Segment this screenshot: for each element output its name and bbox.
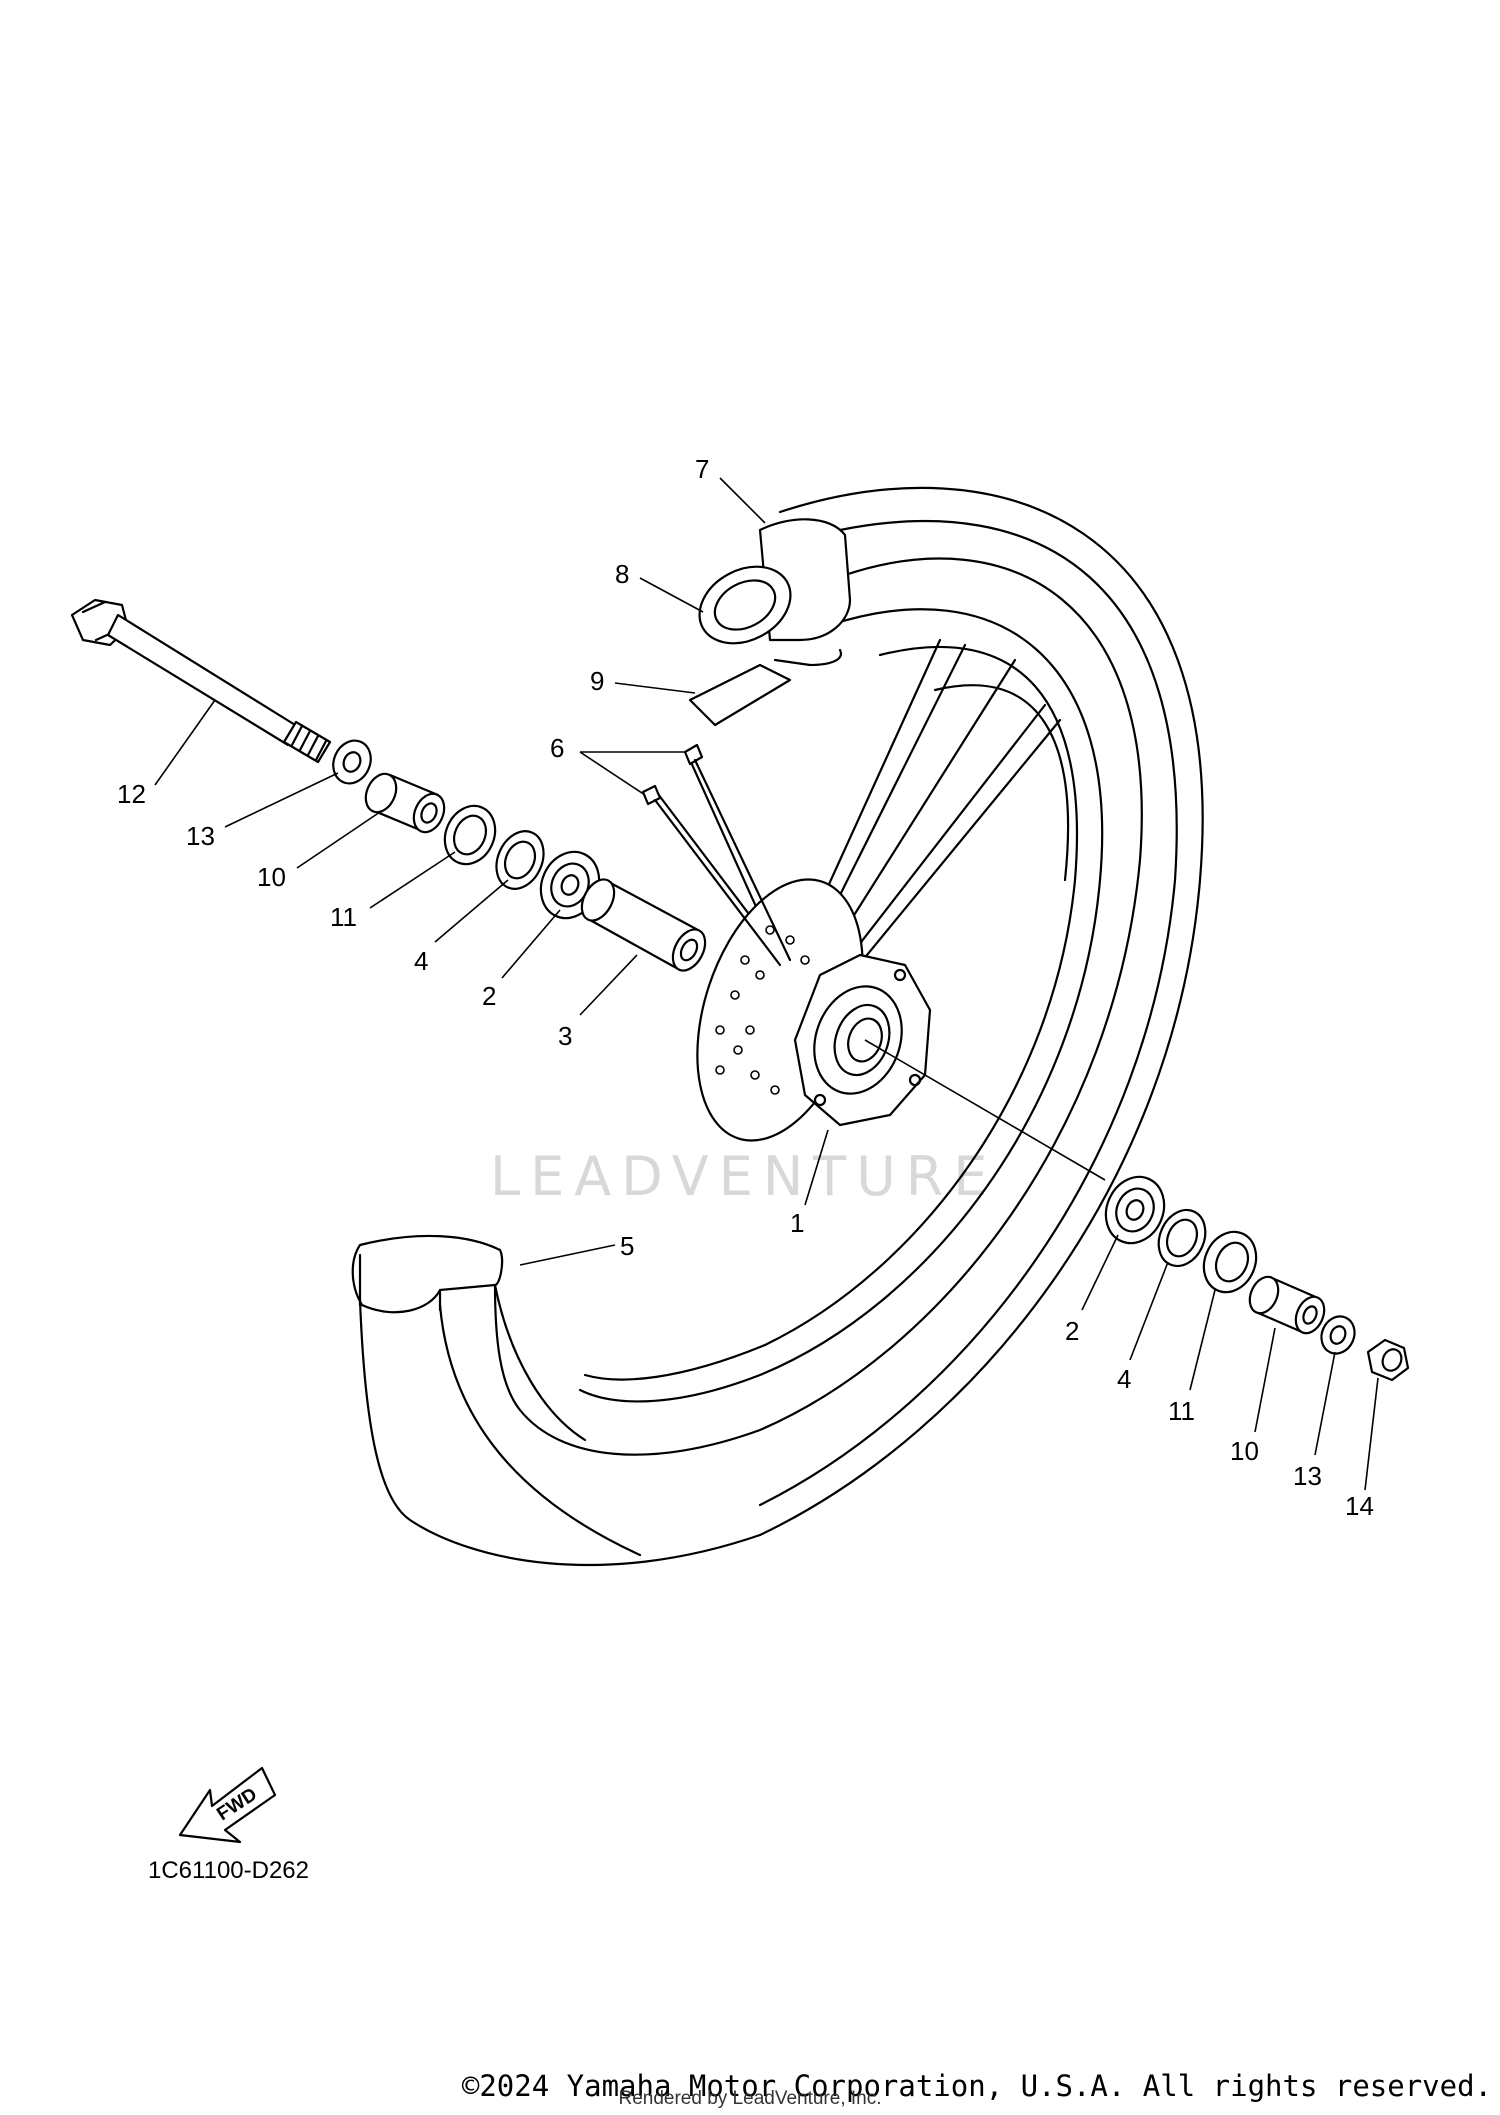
spoke-nipples-6: [641, 743, 792, 967]
wheel-assembly: [351, 486, 1204, 1567]
bearing-4-right: [1157, 1208, 1207, 1268]
bearing-2-right: [1104, 1175, 1166, 1245]
collar-10-right: [1248, 1275, 1326, 1335]
callout-14: 14: [1345, 1491, 1374, 1521]
tire-cut-section-lower-2: [358, 1253, 442, 1312]
callout-13-left: 13: [186, 821, 215, 851]
callout-2-right: 2: [1065, 1316, 1079, 1346]
callout-6: 6: [550, 733, 564, 763]
rim-inner: [583, 645, 1079, 1381]
callout-9: 9: [590, 666, 604, 696]
fwd-arrow-icon: [178, 1766, 277, 1844]
tube-cross-section: [688, 518, 852, 727]
washer-13-left: [332, 739, 372, 785]
tire-inner-outline: [493, 557, 1143, 1456]
callout-11-right: 11: [1168, 1396, 1195, 1426]
rim-inner-2: [933, 684, 1070, 882]
tire-body-lower: [438, 1303, 642, 1557]
tire-cut-section-lower: [351, 1234, 504, 1314]
tire-outer-edge-2: [758, 519, 1178, 1507]
bearing-4-left: [495, 830, 545, 890]
axle-nut-14: [1366, 1338, 1410, 1382]
callout-10-right: 10: [1230, 1436, 1259, 1466]
hub: [793, 953, 932, 1127]
callout-7: 7: [695, 454, 709, 484]
oil-seal-11-right: [1202, 1230, 1258, 1294]
rim-outer: [578, 608, 1104, 1403]
watermark-text: LEADVENTURE: [490, 1145, 997, 1208]
callout-2-left: 2: [482, 981, 496, 1011]
fwd-direction-arrow: FWD: [178, 1766, 277, 1844]
collar-10-left: [364, 772, 446, 834]
callout-10-left: 10: [257, 862, 286, 892]
washer-13-right: [1320, 1315, 1356, 1355]
leader-lines: [154, 477, 1379, 1491]
axle-center-line: [864, 1039, 1106, 1181]
tire-body-lower-2: [493, 1283, 587, 1442]
callout-13-right: 13: [1293, 1461, 1322, 1491]
front-axle: [70, 598, 332, 764]
callout-numbers: 7 8 9 6 12 13 10 11 4 2 3 1 5 2 4 11 10 …: [117, 454, 1374, 1521]
tire-outer-outline: [358, 486, 1204, 1567]
callout-5: 5: [620, 1231, 634, 1261]
callout-8: 8: [615, 559, 629, 589]
rim-strip: [688, 663, 792, 727]
rendered-by-notice: Rendered by LeadVenture, Inc.: [618, 2088, 882, 2109]
callout-11-left: 11: [330, 902, 357, 932]
spacer-3: [580, 878, 707, 972]
callout-4-left: 4: [414, 946, 428, 976]
callout-4-right: 4: [1117, 1364, 1131, 1394]
callout-3: 3: [558, 1021, 572, 1051]
oil-seal-11-left: [443, 804, 497, 866]
callout-1: 1: [790, 1208, 804, 1238]
copyright-notice: ©2024 Yamaha Motor Corporation, U.S.A. A…: [461, 2069, 1492, 2103]
diagram-code: 1C61100-D262: [148, 1857, 309, 1884]
callout-12: 12: [117, 779, 146, 809]
